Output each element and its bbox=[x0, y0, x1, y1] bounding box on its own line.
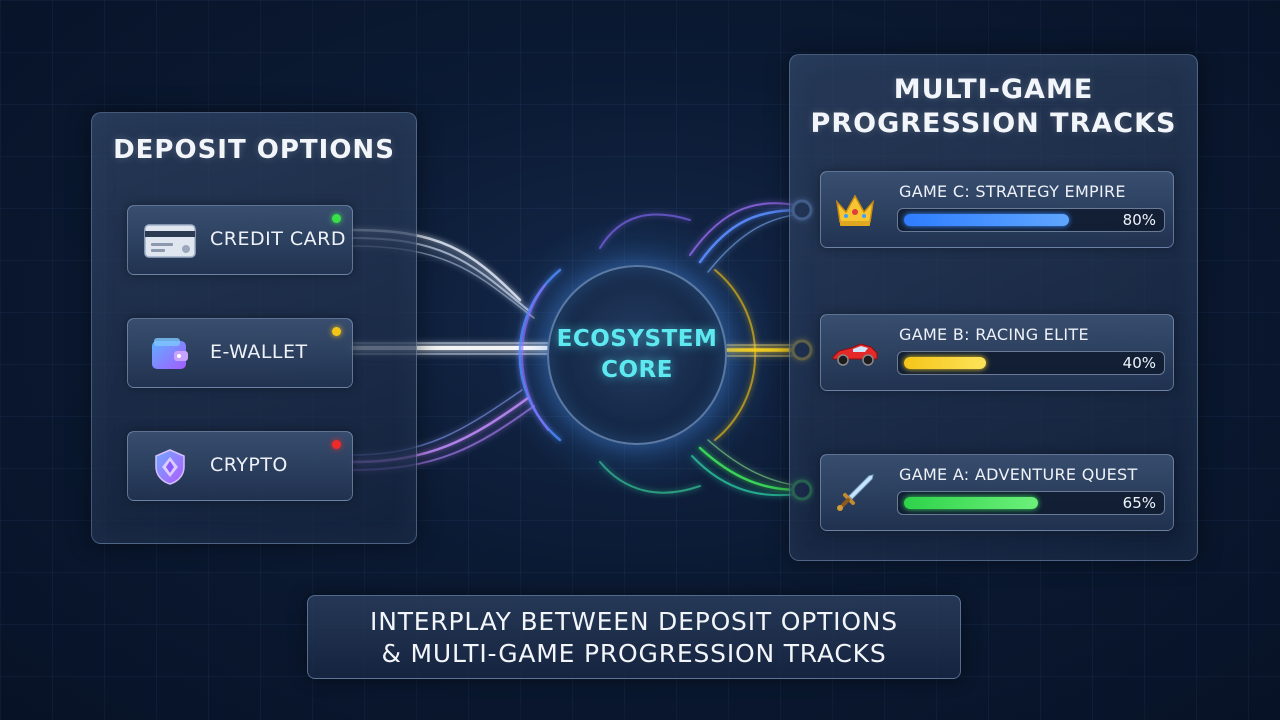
game-name: GAME C: STRATEGY EMPIRE bbox=[899, 182, 1126, 201]
game-track-adventure-quest[interactable]: GAME A: ADVENTURE QUEST 65% bbox=[820, 454, 1174, 531]
crown-icon bbox=[831, 188, 879, 232]
race-car-icon bbox=[831, 331, 879, 375]
credit-card-icon bbox=[142, 223, 198, 259]
status-indicator-yellow bbox=[332, 327, 341, 336]
progression-tracks-panel: MULTI-GAME PROGRESSION TRACKS GAME C: ST… bbox=[789, 54, 1198, 561]
deposit-option-e-wallet[interactable]: E-WALLET bbox=[127, 318, 353, 388]
progress-fill bbox=[904, 214, 1069, 226]
progress-percent: 65% bbox=[1122, 494, 1156, 512]
title-line1: MULTI-GAME bbox=[893, 74, 1094, 105]
status-indicator-red bbox=[332, 440, 341, 449]
deposit-options-panel: DEPOSIT OPTIONS CREDIT CARD bbox=[91, 112, 417, 544]
progress-fill bbox=[904, 357, 986, 369]
deposit-option-label: E-WALLET bbox=[210, 341, 308, 363]
progress-fill bbox=[904, 497, 1038, 509]
deposit-option-credit-card[interactable]: CREDIT CARD bbox=[127, 205, 353, 275]
progress-track: 65% bbox=[897, 491, 1165, 515]
caption-line1: INTERPLAY BETWEEN DEPOSIT OPTIONS bbox=[370, 607, 898, 636]
progression-tracks-title: MULTI-GAME PROGRESSION TRACKS bbox=[790, 73, 1197, 141]
game-name: GAME B: RACING ELITE bbox=[899, 325, 1089, 344]
deposit-option-label: CRYPTO bbox=[210, 454, 288, 476]
core-label-line1: ECOSYSTEM bbox=[556, 326, 718, 352]
sword-icon bbox=[831, 471, 879, 515]
deposit-option-crypto[interactable]: CRYPTO bbox=[127, 431, 353, 501]
crypto-shield-icon bbox=[142, 449, 198, 485]
progress-percent: 40% bbox=[1122, 354, 1156, 372]
core-label-line2: CORE bbox=[601, 357, 673, 383]
caption-line2: & MULTI-GAME PROGRESSION TRACKS bbox=[381, 639, 887, 668]
game-name: GAME A: ADVENTURE QUEST bbox=[899, 465, 1138, 484]
game-track-strategy-empire[interactable]: GAME C: STRATEGY EMPIRE 80% bbox=[820, 171, 1174, 248]
caption-box: INTERPLAY BETWEEN DEPOSIT OPTIONS & MULT… bbox=[307, 595, 961, 679]
game-track-racing-elite[interactable]: GAME B: RACING ELITE 40% bbox=[820, 314, 1174, 391]
deposit-options-title: DEPOSIT OPTIONS bbox=[113, 135, 395, 165]
title-line2: PROGRESSION TRACKS bbox=[810, 108, 1177, 139]
status-indicator-green bbox=[332, 214, 341, 223]
deposit-option-label: CREDIT CARD bbox=[210, 228, 346, 250]
progress-track: 80% bbox=[897, 208, 1165, 232]
ecosystem-core: ECOSYSTEM CORE bbox=[547, 265, 727, 445]
progress-percent: 80% bbox=[1122, 211, 1156, 229]
wallet-icon bbox=[142, 336, 198, 372]
progress-track: 40% bbox=[897, 351, 1165, 375]
